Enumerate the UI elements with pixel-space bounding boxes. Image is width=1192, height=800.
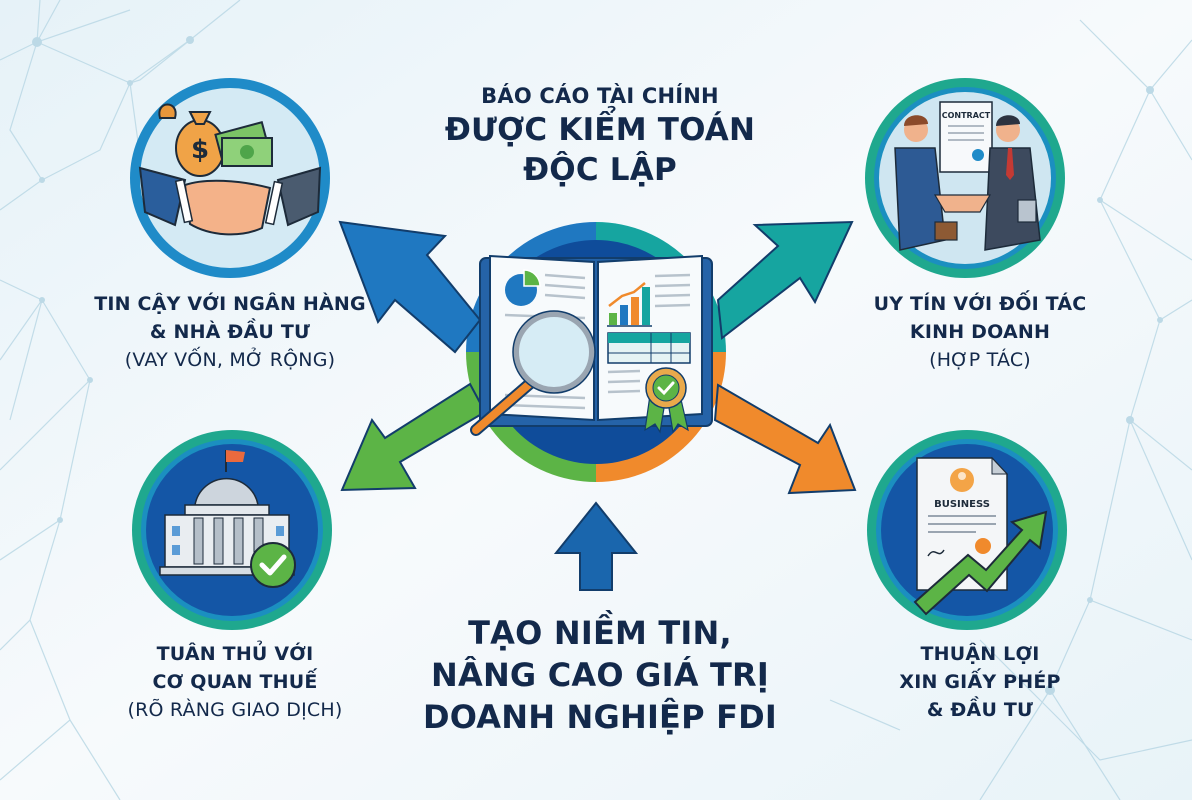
benefit-banks-sub: (VAY VỐN, MỞ RỘNG) [124,349,336,371]
benefit-tax-line1: TUÂN THỦ VỚI [156,643,314,665]
benefit-partners-label: UY TÍN VỚI ĐỐI TÁC KINH DOANH (HỢP TÁC) [820,290,1140,374]
government-building-check-icon [132,430,332,630]
arrow-bottom-right [713,383,857,495]
audited-report-book-icon [470,254,713,436]
svg-text:$: $ [191,135,209,165]
conclusion-line2: NÂNG CAO GIÁ TRỊ [431,656,769,694]
contract-handshake-icon: CONTRACT [865,78,1065,278]
main-title: BÁO CÁO TÀI CHÍNH ĐƯỢC KIỂM TOÁN ĐỘC LẬP [400,82,800,190]
benefit-license-line3: & ĐẦU TƯ [926,699,1034,721]
benefit-tax-line2: CƠ QUAN THUẾ [152,671,318,693]
arrow-up [553,501,639,591]
benefit-license-line2: XIN GIẤY PHÉP [899,671,1061,693]
main-title-line3: ĐỘC LẬP [523,152,677,188]
business-license-growth-icon: BUSINESS [867,430,1067,630]
benefit-license-line1: THUẬN LỢI [920,643,1040,665]
benefit-license-label: THUẬN LỢI XIN GIẤY PHÉP & ĐẦU TƯ [830,640,1130,724]
main-title-line2: ĐƯỢC KIỂM TOÁN [444,112,756,148]
benefit-tax-sub: (RÕ RÀNG GIAO DỊCH) [127,699,343,721]
business-label: BUSINESS [934,499,990,510]
arrow-top-right [716,220,854,340]
handshake-money-icon: $ [130,78,330,278]
main-title-line1: BÁO CÁO TÀI CHÍNH [481,84,719,108]
benefit-banks-line2: & NHÀ ĐẦU TƯ [149,321,311,343]
benefit-banks-line1: TIN CẬY VỚI NGÂN HÀNG [94,293,366,315]
conclusion-line3: DOANH NGHIỆP FDI [422,698,778,736]
arrow-top-left [338,220,482,354]
benefit-partners-sub: (HỢP TÁC) [929,349,1031,371]
benefit-tax-label: TUÂN THỦ VỚI CƠ QUAN THUẾ (RÕ RÀNG GIAO … [70,640,400,724]
benefit-banks-label: TIN CẬY VỚI NGÂN HÀNG & NHÀ ĐẦU TƯ (VAY … [60,290,400,374]
contract-label: CONTRACT [942,111,991,120]
benefit-partners-line2: KINH DOANH [909,321,1051,343]
arrow-bottom-left [340,382,487,492]
benefit-partners-line1: UY TÍN VỚI ĐỐI TÁC [873,293,1087,315]
conclusion-text: TẠO NIỀM TIN, NÂNG CAO GIÁ TRỊ DOANH NGH… [410,612,790,738]
conclusion-line1: TẠO NIỀM TIN, [468,614,732,652]
